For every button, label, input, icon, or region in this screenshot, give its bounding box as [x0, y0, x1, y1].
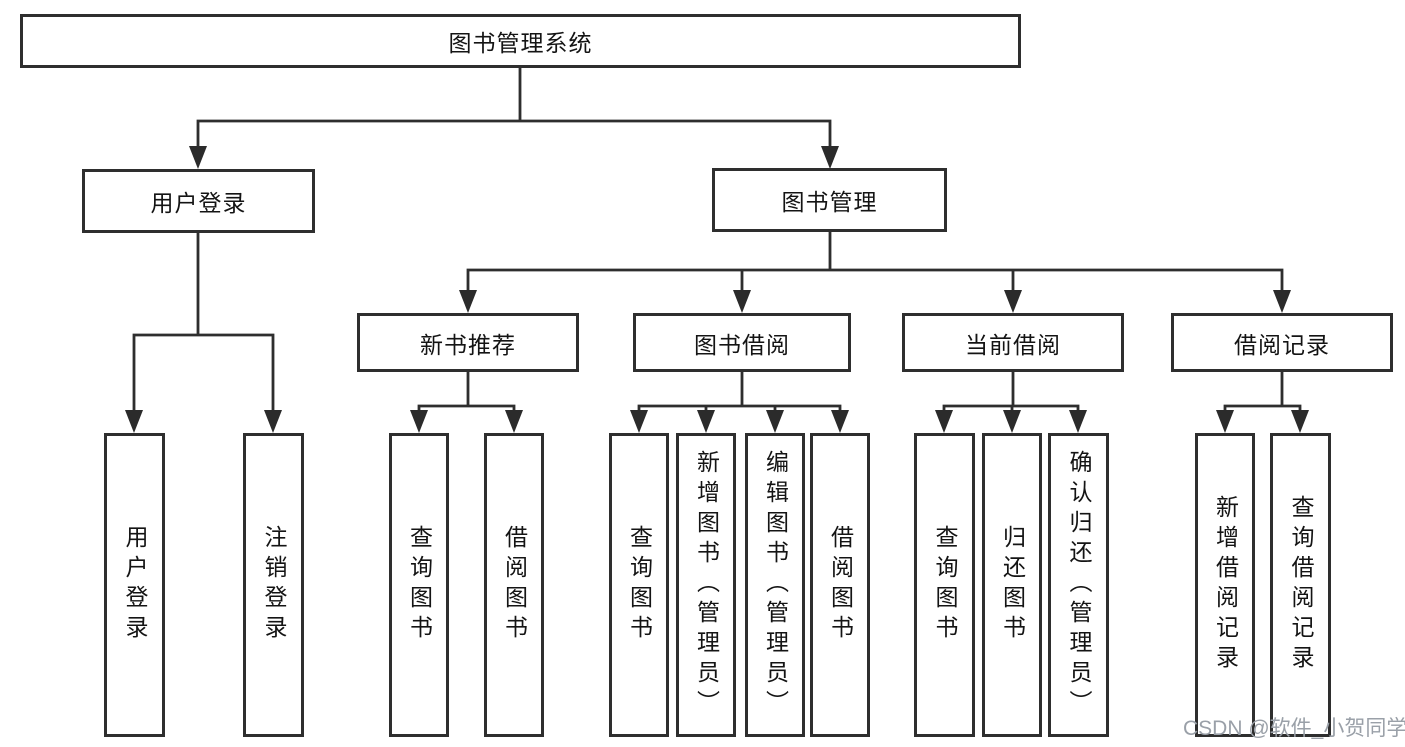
node-book-borrow-label: 图书借阅 — [694, 331, 790, 358]
node-root-label: 图书管理系统 — [448, 30, 593, 56]
node-user-login-label: 用户登录 — [150, 190, 247, 216]
leaf-cb-return-book-label: 归还图书 — [999, 525, 1026, 645]
leaf-nbr-borrow-book-label: 借阅图书 — [501, 525, 528, 645]
leaf-cb-query-book-label: 查询图书 — [932, 525, 958, 645]
leaf-cb-return-book: 归还图书 — [982, 433, 1042, 737]
leaf-bb-borrow-book-label: 借阅图书 — [827, 525, 854, 645]
leaf-cb-confirm-return-admin: 确认归还（管理员） — [1048, 433, 1109, 737]
leaf-bb-borrow-book: 借阅图书 — [810, 433, 870, 737]
node-current-borrow: 当前借阅 — [902, 313, 1124, 372]
leaf-bb-add-book-admin: 新增图书（管理员） — [676, 433, 736, 737]
leaf-nbr-borrow-book: 借阅图书 — [484, 433, 544, 737]
leaf-nbr-query-book: 查询图书 — [389, 433, 449, 737]
node-borrow-records: 借阅记录 — [1171, 313, 1393, 372]
node-book-management: 图书管理 — [712, 168, 947, 232]
leaf-nbr-query-book-label: 查询图书 — [406, 525, 433, 645]
watermark: CSDN @软件_小贺同学 — [1183, 717, 1405, 740]
leaf-cb-confirm-return-admin-label: 确认归还（管理员） — [1066, 450, 1092, 720]
leaf-bb-edit-book-admin: 编辑图书（管理员） — [745, 433, 805, 737]
node-borrow-records-label: 借阅记录 — [1234, 331, 1330, 358]
leaf-user-login: 用户登录 — [104, 433, 165, 737]
leaf-bb-add-book-admin-label: 新增图书（管理员） — [693, 450, 720, 720]
leaf-br-query-record-label: 查询借阅记录 — [1288, 495, 1314, 675]
leaf-br-query-record: 查询借阅记录 — [1270, 433, 1331, 737]
leaf-logout-label: 注销登录 — [261, 525, 287, 645]
node-root: 图书管理系统 — [20, 14, 1021, 68]
node-new-book-recommend-label: 新书推荐 — [420, 331, 516, 358]
leaf-br-add-record: 新增借阅记录 — [1195, 433, 1255, 737]
leaf-bb-query-book: 查询图书 — [609, 433, 669, 737]
node-user-login: 用户登录 — [82, 169, 315, 233]
node-book-borrow: 图书借阅 — [633, 313, 851, 372]
leaf-bb-edit-book-admin-label: 编辑图书（管理员） — [762, 450, 789, 720]
arrowheads — [125, 146, 1309, 433]
leaf-cb-query-book: 查询图书 — [914, 433, 975, 737]
node-current-borrow-label: 当前借阅 — [965, 331, 1061, 358]
leaf-user-login-label: 用户登录 — [122, 525, 148, 645]
leaf-bb-query-book-label: 查询图书 — [626, 525, 653, 645]
node-new-book-recommend: 新书推荐 — [357, 313, 579, 372]
node-book-management-label: 图书管理 — [781, 189, 878, 215]
leaf-br-add-record-label: 新增借阅记录 — [1212, 495, 1239, 675]
connector-paths — [132, 68, 1302, 412]
leaf-logout: 注销登录 — [243, 433, 304, 737]
